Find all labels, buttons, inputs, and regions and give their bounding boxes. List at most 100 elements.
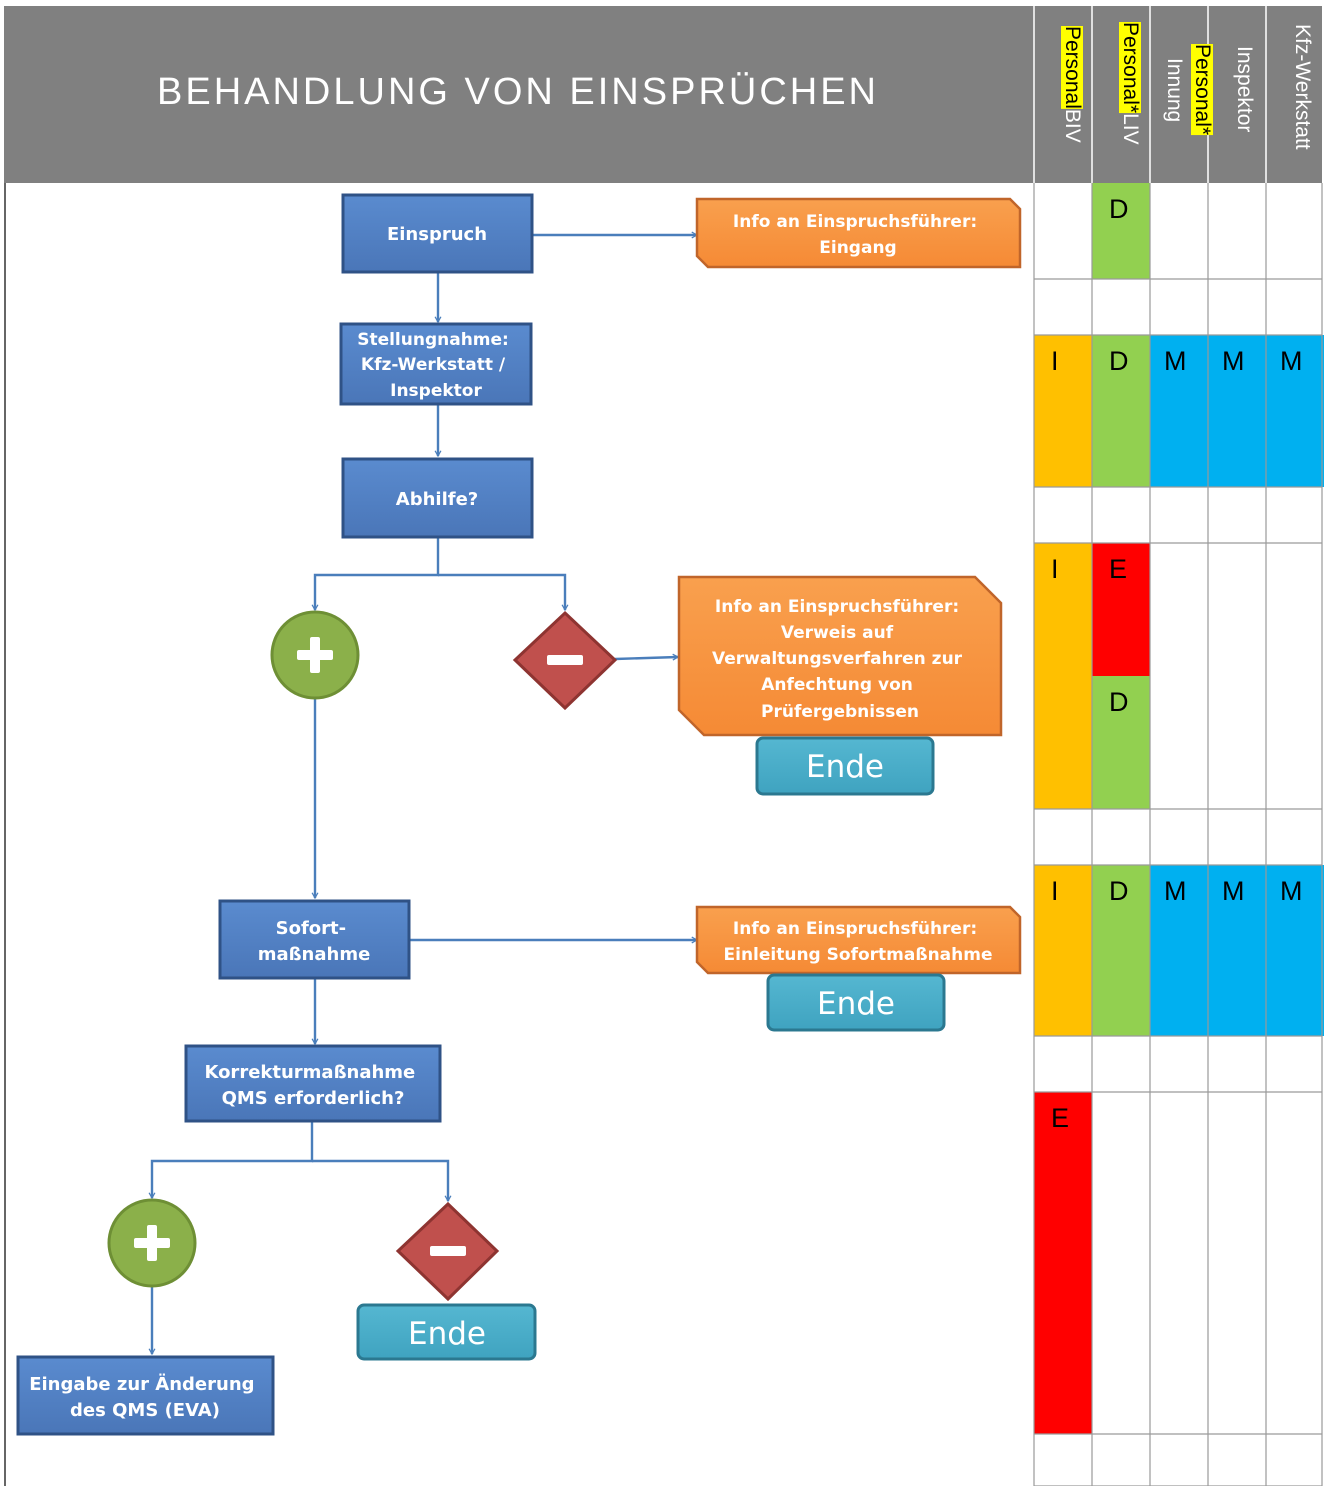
node-info-verweis-label: Info an Einspruchsführer: Verweis auf Ve… [712,597,968,722]
raci-cell-inspektor [1208,335,1266,487]
line: Korrekturmaßnahme [204,1062,415,1083]
line: Eingang [819,238,896,258]
minus-icon [395,1201,500,1302]
column-header-biv: Personal BIV [1061,26,1084,143]
raci-letter: E [1109,554,1127,584]
line: Stellungnahme: [357,330,509,350]
highlight-marker [1191,44,1213,136]
plus-icon [270,610,360,700]
node-eingabe-label: Eingabe zur Änderung des QMS (EVA) [29,1373,261,1421]
raci-letter: I [1051,346,1059,376]
column-header-innung: Personal* [1191,44,1214,136]
line: Eingabe zur Änderung [29,1373,254,1395]
raci-letter: I [1051,876,1059,906]
raci-letter: M [1222,346,1245,376]
node-eingabe: Eingabe zur Änderung des QMS (EVA) [16,1355,275,1436]
raci-letter: M [1280,876,1303,906]
node-ende-3: Ende [356,1303,537,1361]
line: QMS erforderlich? [222,1088,405,1109]
raci-cell-werkstatt [1266,865,1324,1036]
connectors [152,235,697,1354]
line: Verwaltungsverfahren zur [712,649,963,669]
line: Sofort- [276,918,346,939]
column-header-text: Personal* [1119,22,1142,113]
column-header-text: Inspektor [1233,46,1256,132]
node-sofortmassnahme: Sofort- maßnahme [218,899,411,980]
node-info-eingang: Info an Einspruchsführer: Eingang [695,197,1022,269]
raci-matrix: D I D M M M I E D I D M M M E [1033,183,1324,1486]
ende-label: Ende [817,986,895,1022]
line: Prüfergebnissen [761,702,919,722]
line: Kfz-Werkstatt / [361,355,506,375]
node-info-sofort: Info an Einspruchsführer: Einleitung Sof… [695,905,1022,975]
raci-letter: D [1109,194,1129,224]
raci-cell-innung [1150,865,1208,1036]
raci-cell-liv [1092,335,1150,487]
column-header-text: Personal [1061,26,1084,109]
node-einspruch-label: Einspruch [387,224,487,245]
column-header-text: Personal* [1191,44,1214,135]
raci-letter: I [1051,554,1059,584]
node-ende-2: Ende [766,973,946,1032]
ende-label: Ende [806,749,884,785]
raci-cell-biv [1034,1092,1092,1434]
raci-cell-werkstatt [1266,335,1324,487]
node-stellungnahme-label: Stellungnahme: Kfz-Werkstatt / Inspektor [357,330,515,401]
raci-letter: M [1222,876,1245,906]
ende-label: Ende [408,1316,486,1352]
node-info-verweis: Info an Einspruchsführer: Verweis auf Ve… [677,575,1003,737]
node-stellungnahme: Stellungnahme: Kfz-Werkstatt / Inspektor [339,322,533,406]
raci-cell-liv [1092,676,1150,809]
column-header-innung: Innung [1163,58,1186,122]
column-header-liv: Personal* LIV [1119,22,1142,145]
column-header-inspektor: Inspektor [1233,46,1256,132]
column-header-text: Innung [1163,58,1186,122]
raci-letter: E [1051,1103,1069,1133]
line: Verweis auf [781,623,894,643]
raci-cell-liv [1092,543,1150,676]
raci-letter: D [1109,687,1129,717]
highlight-marker [1061,26,1083,109]
highlight-marker [1119,22,1141,114]
arrow-to-info-verweis [614,657,678,659]
plus-icon [107,1198,197,1288]
raci-letter: M [1280,346,1303,376]
arrow-abhilfe-yes [315,538,440,610]
column-header-text: LIV [1119,113,1142,145]
line: des QMS (EVA) [70,1400,220,1421]
raci-cell-biv [1034,335,1092,487]
arrow-korrektur-yes [152,1122,314,1198]
raci-letter: M [1164,346,1187,376]
raci-cell-innung [1150,335,1208,487]
arrow-abhilfe-no [438,573,565,610]
line: Einleitung Sofortmaßnahme [724,945,993,965]
raci-cell-biv [1034,543,1092,809]
raci-cell-liv [1092,865,1150,1036]
line: maßnahme [258,944,371,965]
line: Inspektor [390,381,482,401]
header-bar: BEHANDLUNG VON EINSPRÜCHEN [4,6,1322,183]
line: Info an Einspruchsführer: [715,597,959,617]
raci-letter: D [1109,876,1129,906]
node-korrekturmassnahme: Korrekturmaßnahme QMS erforderlich? [184,1044,442,1123]
line: Info an Einspruchsführer: [733,919,977,939]
page-title: BEHANDLUNG VON EINSPRÜCHEN [157,71,879,113]
raci-cell-biv [1034,865,1092,1036]
raci-letter: M [1164,876,1187,906]
node-info-sofort-label: Info an Einspruchsführer: Einleitung Sof… [724,919,993,965]
raci-letter: D [1109,346,1129,376]
node-sofort-label: Sofort- maßnahme [258,918,371,965]
node-abhilfe: Abhilfe? [341,457,534,539]
line: Einspruch [387,224,487,245]
line: Info an Einspruchsführer: [733,212,977,232]
raci-cell-inspektor [1208,865,1266,1036]
arrow-korrektur-no [312,1159,448,1201]
node-ende-1: Ende [755,736,935,796]
node-einspruch: Einspruch [341,193,534,274]
column-header-text: BIV [1061,109,1084,143]
line: Abhilfe? [396,489,478,510]
column-header-werkstatt: Kfz-Werkstatt [1291,24,1314,150]
raci-cell-liv [1092,183,1150,279]
node-korrektur-label: Korrekturmaßnahme QMS erforderlich? [204,1062,421,1109]
